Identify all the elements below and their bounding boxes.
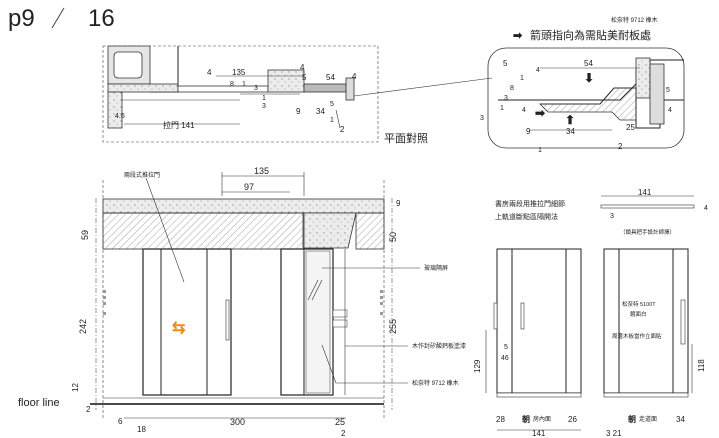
outer-dim: 118	[697, 359, 706, 372]
detail-dim: 4	[522, 107, 526, 114]
elev-bottom-dim: 6	[118, 417, 123, 426]
inner-dim: 28	[496, 415, 505, 424]
inner-caption: 朝	[522, 414, 530, 424]
detail-dim: 8	[510, 85, 514, 92]
outer-caption-sub: 走道面	[639, 415, 657, 423]
inner-width: 141	[532, 429, 546, 438]
detail-dim: 4	[668, 107, 672, 114]
plan-dim-135: 135	[232, 68, 246, 77]
plan-dim: 4	[300, 63, 305, 72]
inner-dim: 5	[504, 344, 508, 351]
laminate-detail: 松奈特 9712 橡木 ➡ 箭頭指向為需貼美耐板處 ⬇ ➡ ⬆ 54 5 4 1…	[480, 16, 685, 154]
detail-dim: 1	[520, 75, 524, 82]
page-number: p9 16	[8, 5, 115, 32]
elev-left-dim: 2	[86, 405, 91, 414]
detail-title: 箭頭指向為需貼美耐板處	[530, 28, 651, 42]
detail-dim: 1	[500, 105, 504, 112]
inner-dim: 46	[501, 355, 509, 362]
svg-text:➡: ➡	[513, 30, 523, 42]
svg-text:➡: ➡	[535, 106, 546, 120]
floor-line-label: floor line	[18, 397, 60, 409]
plan-dim: 3	[262, 103, 266, 110]
wall-dots	[103, 290, 383, 315]
detail-dim: 4	[536, 67, 540, 74]
plan-door-label: 拉門 141	[163, 120, 195, 130]
outer-dim: 34	[676, 415, 685, 424]
elev-left-dim: 242	[78, 319, 88, 334]
plan-dim: 5	[302, 73, 307, 82]
inner-dim: 26	[568, 415, 577, 424]
detail-dim: 25	[626, 123, 635, 132]
callout-jamb: 木作封矽酸鈣板塗漆	[412, 342, 466, 350]
svg-text:p9: p9	[8, 5, 35, 32]
plan-dim: 34	[316, 107, 325, 116]
plan-dim: 4.6	[115, 113, 125, 120]
plan-dim: 2	[340, 125, 345, 134]
callout-laminate: 松奈特 9712 橡木	[412, 379, 459, 387]
spec-width-top: 141	[638, 188, 652, 197]
inner-dim: 129	[473, 359, 482, 373]
plan-view: 135 4 4 5 54 4 8 1 3 1 3 9 34 5 4.6 1 2 …	[102, 45, 493, 145]
plan-dim: 4	[207, 68, 212, 77]
outer-laminate-note2: 鏡面白	[630, 310, 647, 318]
outer-laminate-note: 松奈特 5100T	[622, 300, 656, 308]
plan-dim: 3	[254, 85, 258, 92]
spec-dim: 4	[704, 205, 708, 212]
detail-dim: 9	[526, 127, 531, 136]
elev-top-dim: 97	[244, 182, 254, 192]
elev-left-dim: 12	[71, 383, 80, 392]
elev-bottom-dim: 300	[230, 417, 245, 427]
elev-bottom-dim: 2	[341, 429, 346, 438]
outer-dim: 3 21	[606, 429, 622, 438]
detail-dim: 1	[538, 147, 542, 154]
elev-right-dim: 9	[396, 199, 401, 208]
detail-dim: 34	[566, 127, 575, 136]
elev-right-dim: 255	[388, 319, 398, 334]
door-spec-title-2: 上軌道斷點區隔開法	[495, 212, 558, 221]
plan-dim: 8	[230, 81, 234, 88]
detail-note: 松奈特 9712 橡木	[611, 16, 658, 24]
door-spec: 書房兩段用推拉門細節 上軌道斷點區隔開法 141 3 4 （鎖具把手設計師擇） …	[473, 188, 708, 438]
svg-text:⬇: ⬇	[584, 71, 594, 85]
spec-dim: 3	[610, 213, 614, 220]
elev-bottom-dim: 18	[137, 425, 146, 434]
detail-dim: 2	[618, 142, 623, 151]
detail-dim: 5	[503, 59, 508, 68]
plan-dim: 9	[296, 107, 301, 116]
inner-caption-sub: 房內面	[533, 415, 551, 423]
elev-top-dim: 135	[254, 166, 269, 176]
svg-text:⬆: ⬆	[565, 113, 575, 127]
detail-dim: 3	[504, 95, 508, 102]
outer-frame-note: 周邊木板當作立面貼	[612, 332, 662, 340]
plan-caption: 平面對照	[384, 131, 428, 145]
elev-bottom-dim: 25	[335, 417, 345, 427]
plan-dim: 54	[326, 73, 335, 82]
callout-sliding-door: 兩段式推拉門	[124, 171, 160, 179]
detail-dim: 3	[480, 115, 484, 122]
plan-dim: 1	[330, 117, 334, 124]
slide-arrow-icon: ⇆	[172, 320, 185, 337]
outer-caption: 朝	[628, 414, 636, 424]
door-spec-title-1: 書房兩段用推拉門細節	[495, 199, 565, 208]
plan-dim: 4	[352, 72, 357, 81]
plan-dim: 5	[330, 101, 334, 108]
elev-right-dim: 50	[388, 232, 398, 242]
handle-note: （鎖具把手設計師擇）	[620, 228, 675, 236]
elev-left-dim: 59	[80, 230, 90, 240]
elevation-view: 135 97 59 242 12 2 9 50 255 ⇆	[18, 166, 466, 438]
detail-dim: 5	[666, 87, 670, 94]
svg-text:16: 16	[88, 5, 115, 32]
plan-dim: 1	[262, 95, 266, 102]
detail-dim: 54	[584, 59, 593, 68]
plan-dim: 1	[242, 81, 246, 88]
callout-glass: 玻璃隔屏	[424, 264, 448, 272]
